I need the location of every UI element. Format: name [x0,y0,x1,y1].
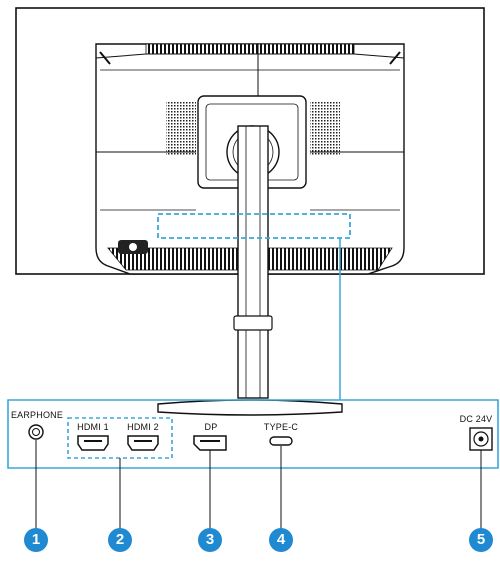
hdmi2-port [127,435,159,451]
badge-4: 4 [269,528,293,552]
port-area-highlight [157,213,351,239]
right-vent [310,102,340,156]
top-vent [145,43,355,55]
stand-base [157,399,343,416]
badge-5: 5 [469,528,493,552]
hdmi1-port [77,435,109,451]
dp-port [193,435,227,451]
badge-3: 3 [198,528,222,552]
badge-2: 2 [108,528,132,552]
port-panel-outline [7,399,499,469]
dp-label: DP [204,422,218,432]
hdmi1-label: HDMI 1 [77,422,109,432]
typec-port [269,436,293,446]
hdmi2-label: HDMI 2 [127,422,159,432]
earphone-label: EARPHONE [10,410,64,420]
left-vent [166,102,196,156]
height-lock [233,315,273,331]
typec-label: TYPE-C [263,422,299,432]
badge-1: 1 [24,528,48,552]
stand-column [237,125,269,399]
earphone-port [28,424,44,440]
dc-label: DC 24V [459,414,493,424]
